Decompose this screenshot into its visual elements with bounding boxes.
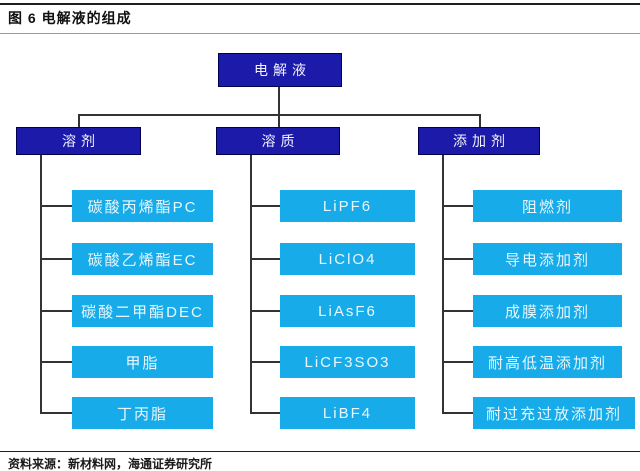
leaf-node-flame-retardant: 阻燃剂: [473, 190, 622, 222]
branch-node-solute: 溶质: [216, 127, 340, 155]
title-divider-rule: [0, 33, 640, 34]
stub-solvent-3: [40, 310, 72, 312]
trunk-additive: [442, 155, 444, 414]
stub-solute-2: [250, 258, 280, 260]
stub-solute-5: [250, 412, 280, 414]
stub-additive-5: [442, 412, 473, 414]
leaf-node-pc: 碳酸丙烯酯PC: [72, 190, 213, 222]
leaf-node-lipf6: LiPF6: [280, 190, 415, 222]
leaf-node-licf3so3: LiCF3SO3: [280, 346, 415, 378]
leaf-node-ec: 碳酸乙烯酯EC: [72, 243, 213, 275]
footer-divider-rule: [0, 451, 640, 452]
leaf-node-dec: 碳酸二甲酯DEC: [72, 295, 213, 327]
leaf-node-liclo4: LiClO4: [280, 243, 415, 275]
trunk-solvent: [40, 155, 42, 414]
branch-node-solvent: 溶剂: [16, 127, 141, 155]
stub-solute-3: [250, 310, 280, 312]
stub-solute-4: [250, 361, 280, 363]
leaf-node-liasf6: LiAsF6: [280, 295, 415, 327]
top-border-rule: [0, 3, 640, 5]
stub-additive-1: [442, 205, 473, 207]
connector-branch-horizontal: [78, 114, 481, 116]
leaf-node-butyl-propyl-ester: 丁丙脂: [72, 397, 213, 429]
stub-solvent-2: [40, 258, 72, 260]
branch-node-additive: 添加剂: [418, 127, 540, 155]
stub-additive-2: [442, 258, 473, 260]
stub-additive-3: [442, 310, 473, 312]
source-note: 资料来源：新材料网，海通证券研究所: [8, 457, 213, 471]
stub-solute-1: [250, 205, 280, 207]
stub-solvent-5: [40, 412, 72, 414]
stub-solvent-4: [40, 361, 72, 363]
connector-root-vertical: [278, 87, 280, 127]
stub-additive-4: [442, 361, 473, 363]
connector-drop-additive: [479, 114, 481, 127]
leaf-node-methyl-ester: 甲脂: [72, 346, 213, 378]
connector-drop-solvent: [78, 114, 80, 127]
leaf-node-temperature-additive: 耐高低温添加剂: [473, 346, 622, 378]
stub-solvent-1: [40, 205, 72, 207]
root-node-electrolyte: 电解液: [218, 53, 342, 87]
leaf-node-film-forming-additive: 成膜添加剂: [473, 295, 622, 327]
leaf-node-overcharge-additive: 耐过充过放添加剂: [473, 397, 635, 429]
figure-title: 图 6 电解液的组成: [8, 10, 132, 26]
leaf-node-conductive-additive: 导电添加剂: [473, 243, 622, 275]
trunk-solute: [250, 155, 252, 414]
leaf-node-libf4: LiBF4: [280, 397, 415, 429]
